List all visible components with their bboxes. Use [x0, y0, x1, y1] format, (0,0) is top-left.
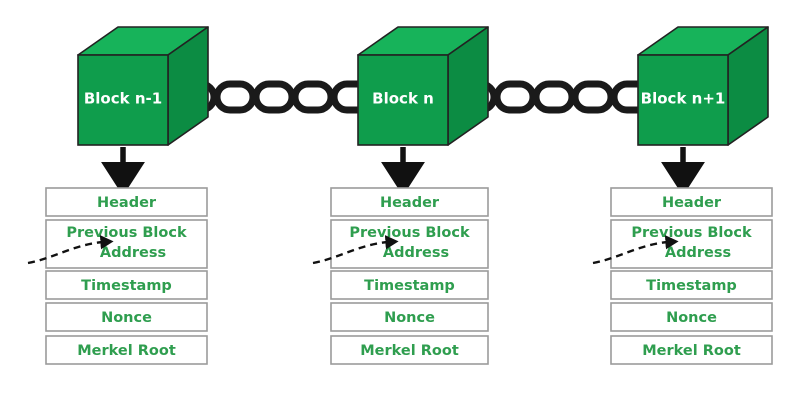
field-label-merkel-root: Merkel Root — [642, 343, 741, 359]
field-label-merkel-root: Merkel Root — [77, 343, 176, 359]
field-box-previous-block-address[interactable] — [610, 219, 773, 269]
field-label-header: Header — [97, 195, 157, 211]
block-fields-n-minus-1: Header Previous Block Address Timestamp … — [45, 187, 208, 365]
cube-label-n-minus-1: Block n-1 — [84, 90, 162, 108]
field-label-nonce: Nonce — [384, 310, 435, 326]
block-cube-n[interactable]: Block n — [357, 26, 489, 146]
dashed-arrow-prev-address-n-minus-1 — [27, 235, 114, 265]
field-box-timestamp[interactable] — [610, 270, 773, 300]
dashed-arrow-prev-address-n-plus-1 — [592, 235, 679, 265]
field-label-previous-block-line2: Address — [383, 245, 449, 261]
block-fields-n: Header Previous Block Address Timestamp … — [330, 187, 489, 365]
cube-label-n-plus-1: Block n+1 — [641, 90, 726, 108]
field-label-timestamp: Timestamp — [81, 278, 172, 294]
field-label-header: Header — [662, 195, 722, 211]
field-label-timestamp: Timestamp — [646, 278, 737, 294]
dashed-arrow-prev-address-n — [312, 235, 399, 265]
field-label-merkel-root: Merkel Root — [360, 343, 459, 359]
field-label-previous-block-line1: Previous Block — [631, 225, 752, 241]
field-box-timestamp[interactable] — [330, 270, 489, 300]
cube-label-n: Block n — [372, 90, 434, 108]
field-box-nonce[interactable] — [45, 302, 208, 332]
field-box-merkel-root[interactable] — [45, 335, 208, 365]
field-label-previous-block-line2: Address — [100, 245, 166, 261]
field-label-previous-block-line1: Previous Block — [349, 225, 470, 241]
block-cube-n-minus-1[interactable]: Block n-1 — [77, 26, 209, 146]
field-box-merkel-root[interactable] — [330, 335, 489, 365]
field-label-nonce: Nonce — [101, 310, 152, 326]
field-box-previous-block-address[interactable] — [330, 219, 489, 269]
field-label-header: Header — [380, 195, 440, 211]
field-box-timestamp[interactable] — [45, 270, 208, 300]
cube-front-face — [357, 54, 449, 146]
field-box-nonce[interactable] — [610, 302, 773, 332]
field-box-header[interactable] — [45, 187, 208, 217]
block-cube-n-plus-1[interactable]: Block n+1 — [637, 26, 769, 146]
block-fields-n-plus-1: Header Previous Block Address Timestamp … — [610, 187, 773, 365]
field-box-header[interactable] — [330, 187, 489, 217]
field-label-nonce: Nonce — [666, 310, 717, 326]
field-box-previous-block-address[interactable] — [45, 219, 208, 269]
field-box-header[interactable] — [610, 187, 773, 217]
field-label-timestamp: Timestamp — [364, 278, 455, 294]
field-label-previous-block-line1: Previous Block — [66, 225, 187, 241]
cube-front-face — [77, 54, 169, 146]
field-box-merkel-root[interactable] — [610, 335, 773, 365]
cube-front-face — [637, 54, 729, 146]
field-box-nonce[interactable] — [330, 302, 489, 332]
field-label-previous-block-line2: Address — [665, 245, 731, 261]
